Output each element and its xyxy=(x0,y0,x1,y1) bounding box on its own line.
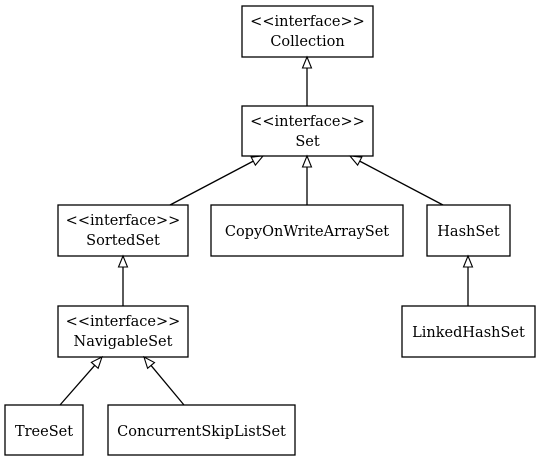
node-collection-box xyxy=(241,5,374,58)
node-collection-name: Collection xyxy=(270,34,344,50)
arrowhead-sortedset-to-set xyxy=(250,155,265,167)
node-hashset-name: HashSet xyxy=(437,224,500,240)
node-navigableset-name: NavigableSet xyxy=(74,334,173,350)
node-linkedhashset-name: LinkedHashSet xyxy=(412,325,525,341)
node-sortedset-box xyxy=(57,204,189,257)
node-treeset: TreeSet xyxy=(4,404,84,456)
node-treeset-box xyxy=(4,404,84,456)
node-navigableset-box xyxy=(57,305,189,358)
node-copyonwritearrayset-name: CopyOnWriteArraySet xyxy=(225,224,389,240)
node-sortedset-name: SortedSet xyxy=(86,233,160,249)
inheritance-edges xyxy=(59,68,469,406)
inheritance-arrowheads xyxy=(90,55,474,370)
node-copyonwritearrayset-box xyxy=(210,204,404,257)
edge-treeset-to-navigableset xyxy=(59,364,96,406)
arrowhead-linkedhashset-to-hashset xyxy=(462,254,474,268)
node-collection: <<interface>> Collection xyxy=(241,5,374,58)
node-navigableset-stereotype: <<interface>> xyxy=(66,314,181,330)
arrowhead-hashset-to-set xyxy=(348,155,363,167)
node-navigableset: <<interface>> NavigableSet xyxy=(57,305,189,358)
node-set: <<interface>> Set xyxy=(241,105,374,157)
node-collection-stereotype: <<interface>> xyxy=(250,14,365,30)
node-copyonwritearrayset: CopyOnWriteArraySet xyxy=(210,204,404,257)
node-hashset: HashSet xyxy=(426,204,511,257)
node-concurrentskiplistset-name: ConcurrentSkipListSet xyxy=(117,424,286,440)
node-set-stereotype: <<interface>> xyxy=(250,114,365,130)
node-linkedhashset-box xyxy=(401,305,536,358)
node-hashset-box xyxy=(426,204,511,257)
node-treeset-name: TreeSet xyxy=(15,424,73,440)
arrowhead-copyonwritearrayset-to-set xyxy=(301,154,313,168)
edge-concurrentskiplistset-to-navigableset xyxy=(150,365,185,406)
node-sortedset: <<interface>> SortedSet xyxy=(57,204,189,257)
edge-hashset-to-set xyxy=(359,160,444,206)
node-linkedhashset: LinkedHashSet xyxy=(401,305,536,358)
node-concurrentskiplistset-box xyxy=(107,404,296,456)
arrowhead-treeset-to-navigableset xyxy=(90,355,103,370)
node-sortedset-stereotype: <<interface>> xyxy=(66,213,181,229)
arrowhead-set-to-collection xyxy=(301,55,313,69)
edge-sortedset-to-set xyxy=(169,160,254,206)
node-set-name: Set xyxy=(295,134,320,150)
arrowhead-concurrentskiplistset-to-navigableset xyxy=(143,355,156,370)
arrowhead-navigableset-to-sortedset xyxy=(117,254,129,268)
node-concurrentskiplistset: ConcurrentSkipListSet xyxy=(107,404,296,456)
